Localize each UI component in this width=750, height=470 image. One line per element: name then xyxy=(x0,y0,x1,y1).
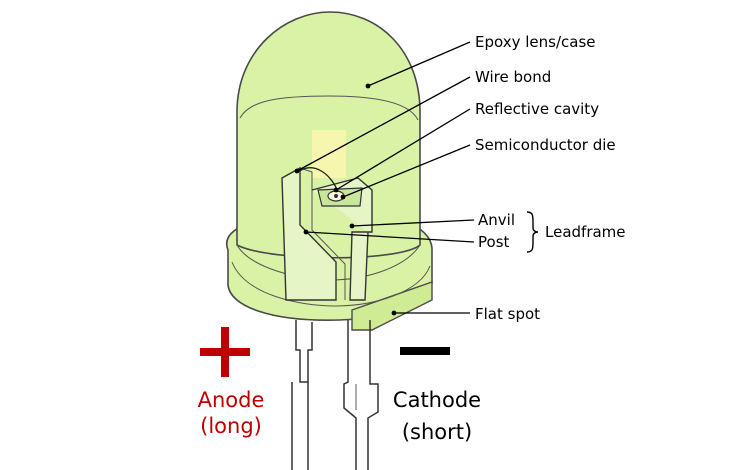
plus-icon xyxy=(200,327,250,377)
leadframe-brace xyxy=(526,211,539,253)
label-semiconductor-die: Semiconductor die xyxy=(475,136,616,154)
label-wire-bond: Wire bond xyxy=(475,68,551,86)
anvil xyxy=(311,177,373,301)
label-epoxy: Epoxy lens/case xyxy=(475,33,596,51)
cathode-note: (short) xyxy=(402,420,472,444)
cathode-leg xyxy=(343,320,379,470)
label-post: Post xyxy=(478,233,510,251)
leader-lines xyxy=(294,41,475,316)
anode-label: Anode xyxy=(198,388,265,412)
legs xyxy=(291,320,379,470)
label-flat-spot: Flat spot xyxy=(475,305,540,323)
minus-icon xyxy=(400,347,450,355)
cathode-label: Cathode xyxy=(393,388,481,412)
label-anvil: Anvil xyxy=(478,211,515,229)
anode-leg xyxy=(295,320,313,383)
label-reflective-cavity: Reflective cavity xyxy=(475,100,599,118)
label-leadframe: Leadframe xyxy=(545,223,626,241)
flat-spot-face xyxy=(351,281,433,331)
anode-note: (long) xyxy=(200,414,262,438)
